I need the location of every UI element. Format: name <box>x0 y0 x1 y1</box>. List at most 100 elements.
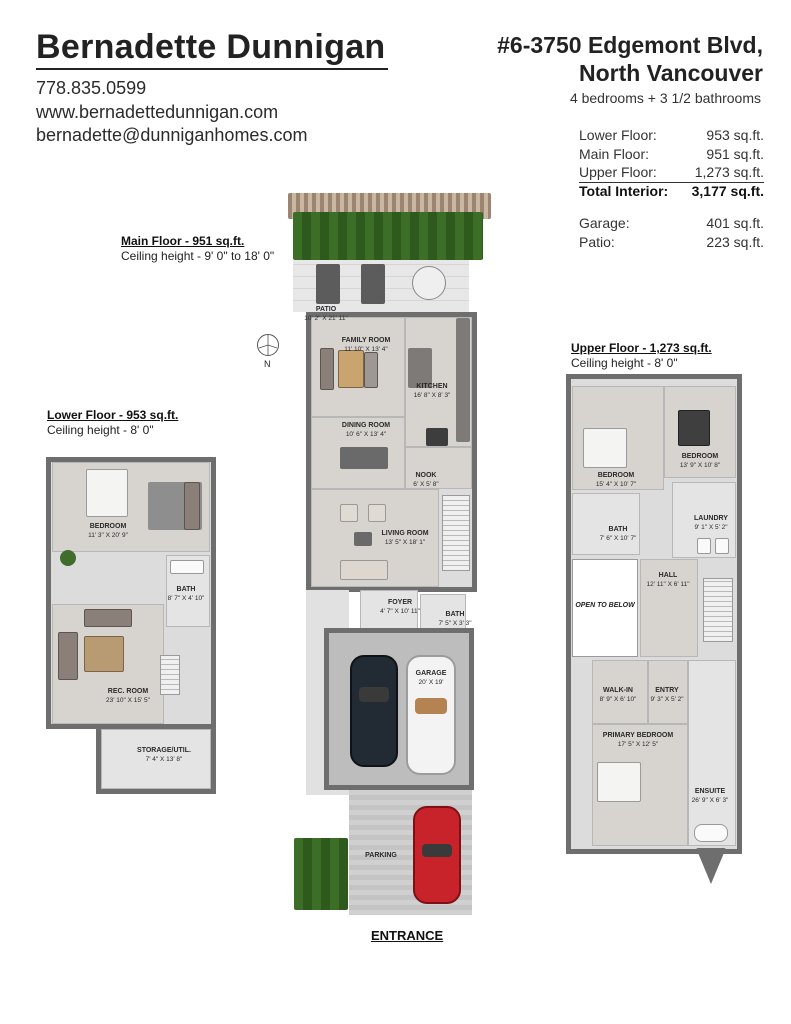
room-name: ENSUITE <box>694 788 726 795</box>
room-name: PARKING <box>365 852 397 859</box>
nook <box>405 447 472 489</box>
room-dimensions: 7' 5" X 3' 3" <box>438 620 472 627</box>
plant <box>60 550 76 566</box>
washer <box>697 538 711 554</box>
armchair <box>340 504 358 522</box>
room-label: PARKING <box>365 851 397 860</box>
bay-window <box>696 848 726 884</box>
room-dimensions: 12' 11" X 6' 11" <box>646 581 690 588</box>
room-dimensions: 17' 5" X 12' 5" <box>617 741 659 748</box>
north-compass-icon <box>257 334 279 356</box>
room-name: BEDROOM <box>89 523 127 530</box>
armchair <box>368 504 386 522</box>
room-name: REC. ROOM <box>107 688 149 695</box>
area-value: 953 sq.ft. <box>706 127 764 143</box>
agent-phone: 778.835.0599 <box>36 78 147 98</box>
room-name: DINING ROOM <box>341 422 391 429</box>
area-row-lower: Lower Floor: 953 sq.ft. <box>579 127 764 146</box>
room-name: BEDROOM <box>681 453 719 460</box>
room-name: LIVING ROOM <box>381 530 429 537</box>
room-dimensions: 10' 6" X 13' 4" <box>345 431 387 438</box>
room-name: BATH <box>445 611 465 618</box>
bed <box>678 410 710 446</box>
room-name: BEDROOM <box>597 472 635 479</box>
room-name: NOOK <box>415 472 437 479</box>
area-label: Upper Floor: <box>579 164 657 180</box>
room-dimensions: 9' 1" X 5' 2" <box>694 524 728 531</box>
room-dimensions: 4' 7" X 10' 11" <box>380 608 420 615</box>
area-row-garage: Garage: 401 sq.ft. <box>579 215 764 234</box>
area-value: 951 sq.ft. <box>706 145 764 162</box>
coffee-table <box>354 532 372 546</box>
hedge <box>293 212 483 260</box>
car <box>350 655 398 767</box>
bathtub <box>170 560 204 574</box>
upper-floor-title: Upper Floor - 1,273 sq.ft. <box>571 341 712 355</box>
room-name: BATH <box>176 586 196 593</box>
room-dimensions: 23' 10" X 15' 5" <box>106 697 150 704</box>
open-to-below: OPEN TO BELOW <box>572 559 638 657</box>
bed <box>597 762 641 802</box>
area-row-patio: Patio: 223 sq.ft. <box>579 234 764 253</box>
room-label: FOYER 4' 7" X 10' 11" <box>380 598 420 616</box>
hedge <box>294 838 348 910</box>
lower-floor-ceiling: Ceiling height - 8' 0" <box>47 423 154 437</box>
patio-sofa <box>316 264 340 304</box>
entry <box>648 660 688 724</box>
agent-name-underline <box>36 68 388 70</box>
room-dimensions: 13' 9" X 10' 8" <box>679 462 721 469</box>
lower-bedroom <box>52 462 210 552</box>
kitchen-island <box>408 348 432 388</box>
agent-name: Bernadette Dunnigan <box>36 28 386 66</box>
agent-website: www.bernadettedunnigan.com <box>36 102 279 122</box>
room-dimensions: 15' 4" X 10' 7" <box>595 481 637 488</box>
bed <box>583 428 627 468</box>
area-value: 3,177 sq.ft. <box>691 182 764 199</box>
upper-bath <box>572 493 640 555</box>
rug <box>84 636 124 672</box>
room-name: FOYER <box>387 599 413 606</box>
room-name: LAUNDRY <box>694 515 728 522</box>
compass-north-label: N <box>264 359 271 369</box>
room-dimensions: 9' 3" X 5' 2" <box>650 696 684 703</box>
area-summary-table: Lower Floor: 953 sq.ft. Main Floor: 951 … <box>579 127 764 252</box>
address-line-1: #6-3750 Edgemont Blvd, <box>497 32 763 58</box>
lower-floor-title: Lower Floor - 953 sq.ft. <box>47 408 179 422</box>
room-dimensions: 11' 3" X 20' 9" <box>88 532 128 539</box>
sofa <box>364 352 378 388</box>
main-floor-title: Main Floor - 951 sq.ft. <box>121 234 245 248</box>
stairs <box>703 578 733 642</box>
room-dimensions: 10' 2" X 21' 11" <box>304 315 348 322</box>
sofa <box>340 560 388 580</box>
area-value: 401 sq.ft. <box>706 215 764 231</box>
room-dimensions: 13' 5" X 18' 1" <box>384 539 426 546</box>
room-name: BATH <box>608 526 628 533</box>
area-label: Garage: <box>579 215 630 231</box>
room-name: WALK-IN <box>603 687 633 694</box>
dining-table <box>340 447 388 469</box>
room-label: LAUNDRY 9' 1" X 5' 2" <box>694 514 728 532</box>
area-row-total: Total Interior: 3,177 sq.ft. <box>579 183 764 202</box>
hall <box>640 559 698 657</box>
kitchen-counter <box>456 318 470 442</box>
room-label: REC. ROOM 23' 10" X 15' 5" <box>106 687 150 705</box>
open-to-below-label: OPEN TO BELOW <box>575 602 635 609</box>
room-label: DINING ROOM 10' 6" X 13' 4" <box>342 421 390 439</box>
lower-storage <box>101 729 211 789</box>
room-label: BEDROOM 11' 3" X 20' 9" <box>88 522 128 540</box>
area-label: Patio: <box>579 233 615 250</box>
stairs <box>442 495 470 571</box>
room-dimensions: 7' 4" X 13' 8" <box>145 756 183 763</box>
